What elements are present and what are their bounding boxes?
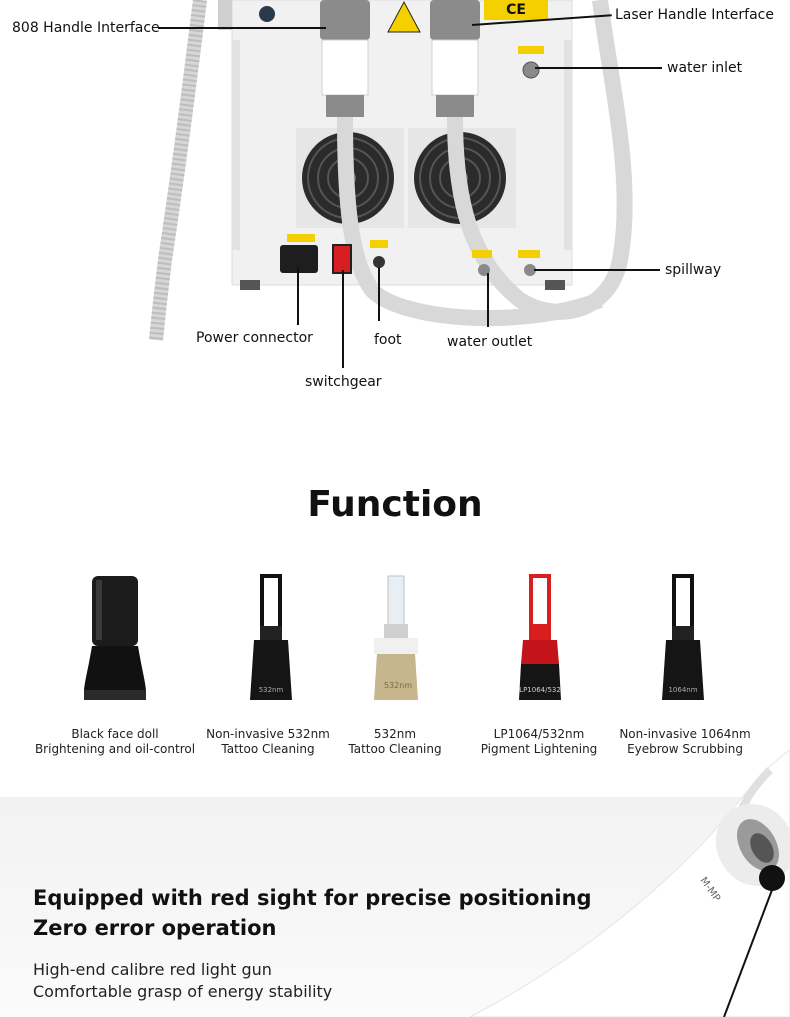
callout-line-power <box>297 267 299 325</box>
tip-532-gold: 532nm <box>374 575 418 700</box>
tip-label-4-line1: LP1064/532nm <box>493 727 585 741</box>
callout-power-connector: Power connector <box>196 330 313 346</box>
tip-2-engraving: 532nm <box>259 686 284 694</box>
water-inlet-port <box>522 61 540 79</box>
tip-label-3-line2: Tattoo Cleaning <box>348 742 442 756</box>
callout-line-water-outlet <box>487 273 489 327</box>
tip-lp1064-red: LP1064/532 <box>519 574 561 700</box>
callout-water-outlet: water outlet <box>447 334 533 350</box>
callout-laser-handle: Laser Handle Interface <box>615 7 774 23</box>
tip-black-face-doll <box>84 576 146 700</box>
tip-label-2-line2: Tattoo Cleaning <box>221 742 315 756</box>
callout-line-water-inlet <box>535 67 662 69</box>
handpiece-illustration: M-MP <box>469 749 790 1017</box>
callout-808-handle: 808 Handle Interface <box>12 20 160 36</box>
foot-port <box>373 256 385 268</box>
foot-right <box>545 280 565 290</box>
callout-switchgear: switchgear <box>305 374 382 390</box>
tip-label-5: Non-invasive 1064nm Eyebrow Scrubbing <box>615 727 755 757</box>
tip-non-invasive-532: 532nm <box>250 574 292 700</box>
tip-label-3: 532nm Tattoo Cleaning <box>340 727 450 757</box>
callout-spillway: spillway <box>665 262 722 278</box>
laser-warning-label <box>387 0 421 33</box>
tip-label-1: Black face doll Brightening and oil-cont… <box>30 727 200 757</box>
feature-heading-line2: Zero error operation <box>33 916 277 940</box>
callout-water-inlet: water inlet <box>667 60 743 76</box>
tip-label-4: LP1064/532nm Pigment Lightening <box>474 727 604 757</box>
callout-foot: foot <box>374 332 402 348</box>
feature-sub-line2: Comfortable grasp of energy stability <box>33 982 333 1001</box>
callout-line-spillway <box>534 269 660 271</box>
machine-back-illustration: CE <box>149 0 633 341</box>
ce-label <box>484 0 548 20</box>
handle-808 <box>320 0 603 327</box>
handpiece-pointer-dot <box>759 865 785 891</box>
feature-sub-line1: High-end calibre red light gun <box>33 960 272 979</box>
tip-label-2-line1: Non-invasive 532nm <box>206 727 330 741</box>
feature-heading-line1: Equipped with red sight for precise posi… <box>33 886 592 910</box>
foot-left <box>240 280 260 290</box>
handpiece-pointer-line <box>723 889 773 1017</box>
callout-line-foot <box>378 267 380 321</box>
callout-line-switchgear <box>342 270 344 368</box>
tip-label-5-line1: Non-invasive 1064nm <box>619 727 751 741</box>
tip-label-4-line2: Pigment Lightening <box>480 742 598 756</box>
function-title: Function <box>307 484 483 525</box>
tip-label-1-line2: Brightening and oil-control <box>34 742 196 756</box>
tip-3-engraving: 532nm <box>384 681 412 690</box>
power-connector <box>280 245 318 273</box>
tip-non-invasive-1064: 1064nm <box>662 574 704 700</box>
callout-line-808 <box>158 27 326 29</box>
tip-5-engraving: 1064nm <box>668 686 697 694</box>
handle-laser <box>430 0 633 320</box>
tip-label-5-line2: Eyebrow Scrubbing <box>627 742 743 756</box>
top-port <box>259 6 275 22</box>
tip-label-1-line1: Black face doll <box>71 727 159 741</box>
tip-label-2: Non-invasive 532nm Tattoo Cleaning <box>204 727 332 757</box>
tip-label-3-line1: 532nm <box>373 727 417 741</box>
switchgear <box>332 244 352 274</box>
spillway-port <box>524 264 536 276</box>
tip-4-engraving: LP1064/532 <box>519 686 561 694</box>
svg-text:CE: CE <box>506 2 526 18</box>
